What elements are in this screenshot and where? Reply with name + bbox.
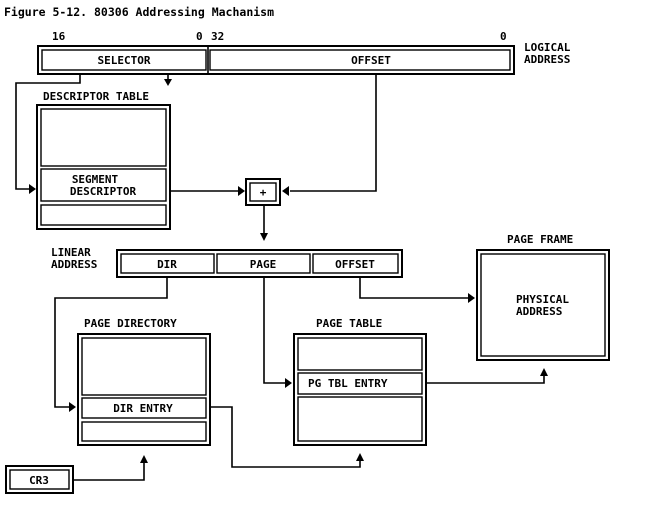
selector-bit-low: 0 xyxy=(196,30,203,43)
segment-descriptor-label-2: DESCRIPTOR xyxy=(70,185,137,198)
pg-tbl-entry xyxy=(297,372,423,395)
page-directory-table xyxy=(77,333,211,446)
dir-field xyxy=(120,253,215,274)
adder-box xyxy=(245,178,281,206)
physical-address-label-2: ADDRESS xyxy=(516,305,562,318)
arrow-down-icon xyxy=(260,233,268,241)
arrow-up-icon xyxy=(356,453,364,461)
arrow-down-icon xyxy=(164,79,172,86)
linear-offset-label: OFFSET xyxy=(335,258,375,271)
arrow-up-icon xyxy=(540,368,548,376)
dir-entry-label: DIR ENTRY xyxy=(113,402,173,415)
descriptor-table xyxy=(36,104,171,230)
page-frame-box xyxy=(476,249,610,361)
logical-address-label-2: ADDRESS xyxy=(524,53,570,66)
linear-address-register xyxy=(116,249,403,278)
arrow-up-icon xyxy=(140,455,148,463)
arrow-right-icon xyxy=(285,378,292,388)
dir-label: DIR xyxy=(157,258,177,271)
physical-address-label-1: PHYSICAL xyxy=(516,293,569,306)
arrow-right-icon xyxy=(29,184,36,194)
arrow-right-icon xyxy=(468,293,475,303)
selector-label: SELECTOR xyxy=(98,54,151,67)
pg-tbl-entry-label: PG TBL ENTRY xyxy=(308,377,388,390)
linear-address-label-2: ADDRESS xyxy=(51,258,97,271)
linear-offset-field xyxy=(312,253,399,274)
adder-symbol: + xyxy=(260,186,267,199)
offset-label: OFFSET xyxy=(351,54,391,67)
page-frame-title: PAGE FRAME xyxy=(507,233,573,246)
page-directory-title: PAGE DIRECTORY xyxy=(84,317,177,330)
segment-descriptor-entry xyxy=(40,168,167,202)
page-field xyxy=(216,253,311,274)
arrow-right-icon xyxy=(238,186,245,196)
selector-field xyxy=(41,49,207,71)
selector-bit-high: 16 xyxy=(52,30,66,43)
dir-entry xyxy=(81,397,207,419)
logical-address-label-1: LOGICAL xyxy=(524,41,571,54)
segment-descriptor-label-1: SEGMENT xyxy=(72,173,119,186)
page-label: PAGE xyxy=(250,258,277,271)
offset-bit-low: 0 xyxy=(500,30,507,43)
offset-bit-high: 32 xyxy=(211,30,224,43)
logical-address-register xyxy=(37,45,515,75)
offset-field xyxy=(209,49,511,71)
selector-to-table-line xyxy=(15,74,81,190)
page-table xyxy=(293,333,427,446)
linear-address-label-1: LINEAR xyxy=(51,246,91,259)
page-table-title: PAGE TABLE xyxy=(316,317,382,330)
cr3-label: CR3 xyxy=(29,474,49,487)
figure-title: Figure 5-12. 80306 Addressing Machanism xyxy=(4,5,274,19)
arrow-right-icon xyxy=(69,402,76,412)
arrow-left-icon xyxy=(282,186,289,196)
descriptor-table-title: DESCRIPTOR TABLE xyxy=(43,90,149,103)
